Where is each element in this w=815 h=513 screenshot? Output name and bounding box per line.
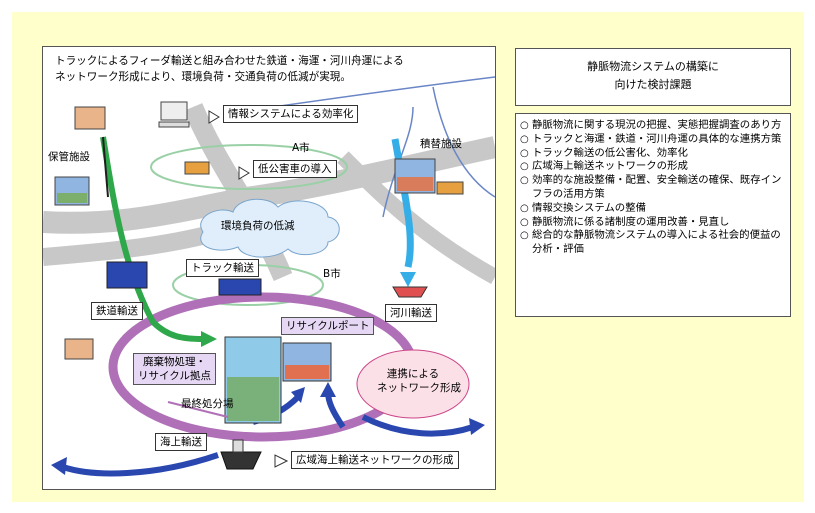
label-city-b: B市 xyxy=(323,268,341,280)
issues-list-box: 静脈物流に関する現況の把握、実態把握調査のあり方 トラックと海運・鉄道・河川舟運… xyxy=(515,113,791,317)
list-item: 情報交換システムの整備 xyxy=(520,202,784,216)
thin-road-2 xyxy=(432,86,495,198)
list-item: 効率的な施設整備・配置、安全輸送の確保、既存インフラの活用方策 xyxy=(520,174,784,202)
road-branch-left xyxy=(43,223,221,266)
label-sea: 海上輸送 xyxy=(155,433,207,451)
label-river: 河川輸送 xyxy=(385,304,437,322)
label-landfill: 最終処分場 xyxy=(181,398,234,410)
label-storage: 保管施設 xyxy=(48,151,90,163)
diagram-graphics xyxy=(43,76,495,477)
list-item: トラック輸送の低公害化、効率化 xyxy=(520,147,784,161)
truck-icon-a xyxy=(184,161,210,175)
label-wide-sea: 広域海上輸送ネットワークの形成 xyxy=(291,451,459,469)
label-truck: トラック輸送 xyxy=(186,259,259,277)
truck-icon-b xyxy=(218,278,262,296)
background-canvas: トラックによるフィーダ輸送と組み合わせた鉄道・海運・河川舟運による ネットワーク… xyxy=(12,12,804,502)
river-ship-icon xyxy=(392,286,428,298)
label-low-emission: 低公害車の導入 xyxy=(253,160,337,178)
sea-arrow-right xyxy=(361,414,474,437)
train-icon xyxy=(106,261,148,289)
label-recycle-port: リサイクルポート xyxy=(281,317,375,335)
issues-title-box: 静脈物流システムの構築に 向けた検討課題 xyxy=(515,48,791,106)
river-arrow xyxy=(391,138,414,268)
factory-icon-top xyxy=(74,106,106,130)
issues-title-line2: 向けた検討課題 xyxy=(614,78,692,91)
diagram-caption: トラックによるフィーダ輸送と組み合わせた鉄道・海運・河川舟運による ネットワーク… xyxy=(55,55,404,83)
list-item: 広域海上輸送ネットワークの形成 xyxy=(520,160,784,174)
sea-ship-icon xyxy=(220,451,262,470)
sea-arrow-left xyxy=(62,452,219,477)
network-ellipse xyxy=(356,349,470,419)
label-waste-base: 廃棄物処理・ リサイクル拠点 xyxy=(133,353,216,385)
label-transship: 積替施設 xyxy=(420,138,462,150)
sea-arrow-up-2 xyxy=(325,391,346,429)
rail-arrow xyxy=(100,136,204,342)
label-network: 連携による ネットワーク形成 xyxy=(377,368,461,394)
truck-icon-right xyxy=(436,181,464,195)
list-item: 静脈物流に係る諸制度の運用改善・見直し xyxy=(520,216,784,230)
label-env-reduction: 環境負荷の低減 xyxy=(221,220,295,232)
list-item: 総合的な静脈物流システムの導入による社会的便益の分析・評価 xyxy=(520,229,784,257)
factory-icon-bottom xyxy=(64,338,94,360)
label-rail: 鉄道輸送 xyxy=(91,302,143,320)
logistics-diagram: トラックによるフィーダ輸送と組み合わせた鉄道・海運・河川舟運による ネットワーク… xyxy=(42,46,496,490)
cloud-shape xyxy=(200,198,340,258)
thin-road-3 xyxy=(272,76,495,108)
label-city-a: A市 xyxy=(292,142,310,154)
label-info-system: 情報システムによる効率化 xyxy=(223,105,359,123)
issues-title-line1: 静脈物流システムの構築に xyxy=(587,60,719,73)
thin-road-1 xyxy=(382,106,414,218)
list-item: トラックと海運・鉄道・河川舟運の具体的な連携方策 xyxy=(520,133,784,147)
computer-icon xyxy=(160,101,188,121)
issues-list: 静脈物流に関する現況の把握、実態把握調査のあり方 トラックと海運・鉄道・河川舟運… xyxy=(516,114,790,257)
list-item: 静脈物流に関する現況の把握、実態把握調査のあり方 xyxy=(520,119,784,133)
city-a-ellipse xyxy=(150,144,348,190)
